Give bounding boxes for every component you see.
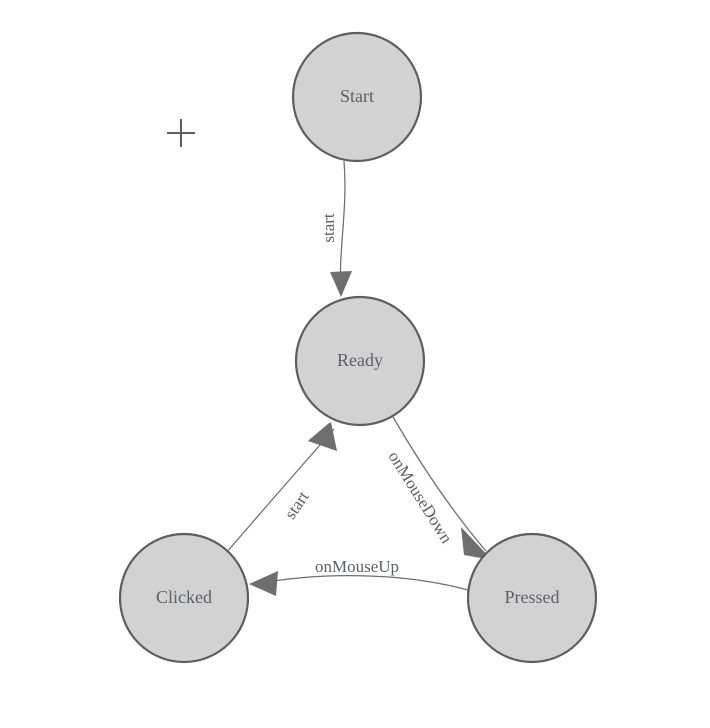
node-pressed[interactable]: Pressed (466, 532, 598, 664)
plus-marker-icon (167, 119, 195, 147)
node-clicked-label: Clicked (156, 587, 212, 607)
edge-pressed-to-clicked[interactable]: onMouseUp (249, 557, 469, 596)
node-pressed-label: Pressed (505, 587, 560, 607)
arrowhead-fill (461, 527, 492, 560)
node-clicked-circle[interactable] (118, 532, 250, 664)
node-start[interactable]: Start (291, 31, 423, 163)
node-start-label: Start (340, 86, 374, 106)
node-ready[interactable]: Ready (294, 295, 426, 427)
edge-clicked-to-ready[interactable]: start (226, 422, 337, 553)
edge-start-to-ready[interactable]: start (319, 160, 352, 297)
edge-label-pressed-to-clicked: onMouseUp (315, 557, 399, 576)
node-pressed-circle[interactable] (466, 532, 598, 664)
arrowhead-fill (308, 422, 337, 451)
arrowhead (249, 571, 278, 596)
node-ready-circle[interactable] (294, 295, 426, 427)
edge-label-clicked-to-ready: start (281, 487, 313, 522)
edge-ready-to-pressed[interactable]: onMouseDown (385, 416, 492, 560)
node-clicked[interactable]: Clicked (118, 532, 250, 664)
edge-label-start-to-ready: start (319, 213, 338, 243)
arrowhead (330, 271, 352, 297)
node-ready-label: Ready (337, 350, 383, 370)
node-start-circle[interactable] (291, 31, 423, 163)
